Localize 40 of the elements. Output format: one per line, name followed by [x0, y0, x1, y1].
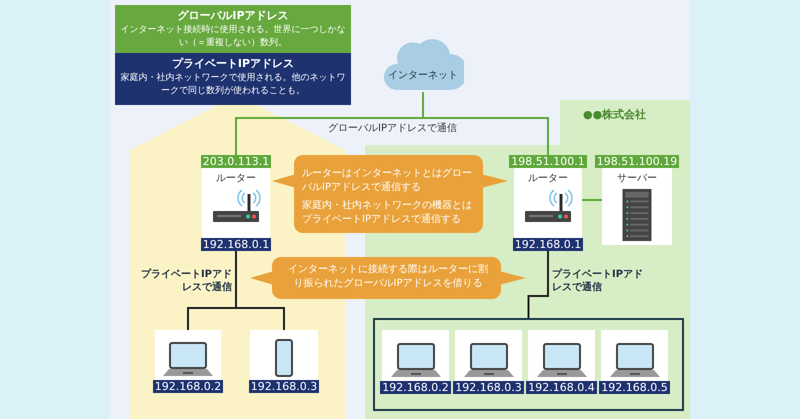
callout-text: インターネットに接続する際はルーターに割り振られたグローバルIPアドレスを借りる [287, 263, 489, 290]
device-card [382, 330, 449, 394]
connector-line [235, 251, 285, 330]
ip-address-label: 192.168.0.4 [526, 381, 597, 394]
connector-line [528, 251, 549, 318]
company-name: ●●株式会社 [583, 107, 646, 122]
device-card [202, 155, 270, 251]
network-box [373, 318, 684, 411]
ip-address-label: 192.168.0.1 [200, 238, 272, 251]
ip-address-label: 192.168.0.2 [152, 380, 224, 393]
cloud-label: インターネット [387, 69, 459, 82]
device-name: ルーター [528, 172, 568, 185]
device-card [250, 330, 318, 393]
device-card [601, 330, 668, 394]
network-note: プライベートIPアドレスで通信 [552, 268, 644, 294]
device-card [455, 330, 522, 394]
info-panel [115, 5, 351, 53]
edge-label: グローバルIPアドレスで通信 [326, 121, 459, 135]
connector-line [582, 199, 602, 201]
device-name: ルーター [216, 172, 256, 185]
ip-address-label: 198.51.100.19 [594, 155, 680, 168]
device-card [155, 330, 221, 393]
callout-text: 家庭内・社内ネットワークの機器とはプライベートIPアドレスで通信する [302, 199, 473, 226]
callout-text: ルーターはインターネットとはグローバルIPアドレスで通信する [302, 167, 473, 194]
network-note: プライベートIPアドレスで通信 [140, 268, 232, 294]
panel-text: インターネット接続時に使用される。世界に一つしかない（＝重複しない）数列。 [120, 24, 346, 49]
device-name: サーバー [617, 172, 657, 185]
info-panel [115, 53, 351, 105]
panel-heading: プライベートIPアドレス [170, 57, 296, 71]
ip-address-label: 192.168.0.1 [512, 238, 584, 251]
cloud-shape [382, 38, 464, 92]
ip-address-label: 192.168.0.3 [453, 381, 524, 394]
device-card [528, 330, 595, 394]
ip-address-label: 192.168.0.3 [248, 380, 320, 393]
ip-address-label: 203.0.113.1 [200, 155, 272, 168]
panel-text: 家庭内・社内ネットワークで使用される。他のネットワークで同じ数列が使われることも。 [120, 72, 346, 97]
ip-address-label: 192.168.0.2 [380, 381, 451, 394]
panel-heading: グローバルIPアドレス [176, 9, 290, 23]
ip-address-label: 192.168.0.5 [599, 381, 670, 394]
ip-address-label: 198.51.100.1 [509, 155, 587, 168]
